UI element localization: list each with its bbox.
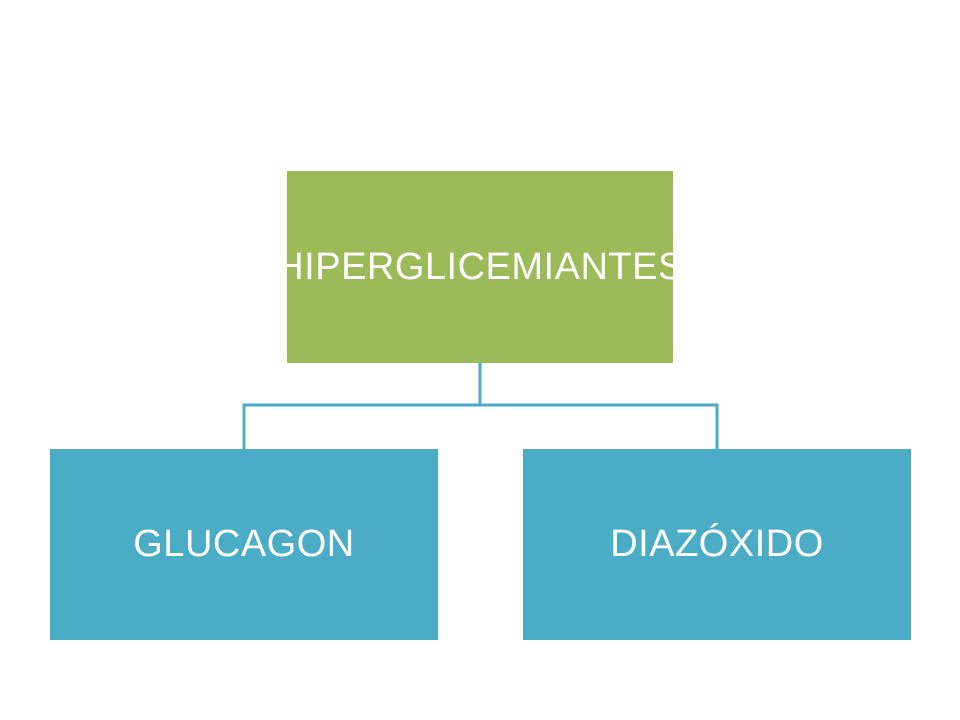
child-node-diazoxido: DIAZÓXIDO bbox=[523, 449, 911, 640]
connector-root-to-glucagon bbox=[242, 363, 482, 449]
root-node-label: HIPERGLICEMIANTES bbox=[276, 245, 684, 288]
connector-root-to-diazoxido bbox=[480, 403, 719, 449]
child-node-glucagon: GLUCAGON bbox=[50, 449, 438, 640]
child-node-glucagon-label: GLUCAGON bbox=[133, 523, 355, 565]
root-node: HIPERGLICEMIANTES bbox=[276, 171, 683, 363]
child-node-diazoxido-label: DIAZÓXIDO bbox=[610, 523, 824, 565]
